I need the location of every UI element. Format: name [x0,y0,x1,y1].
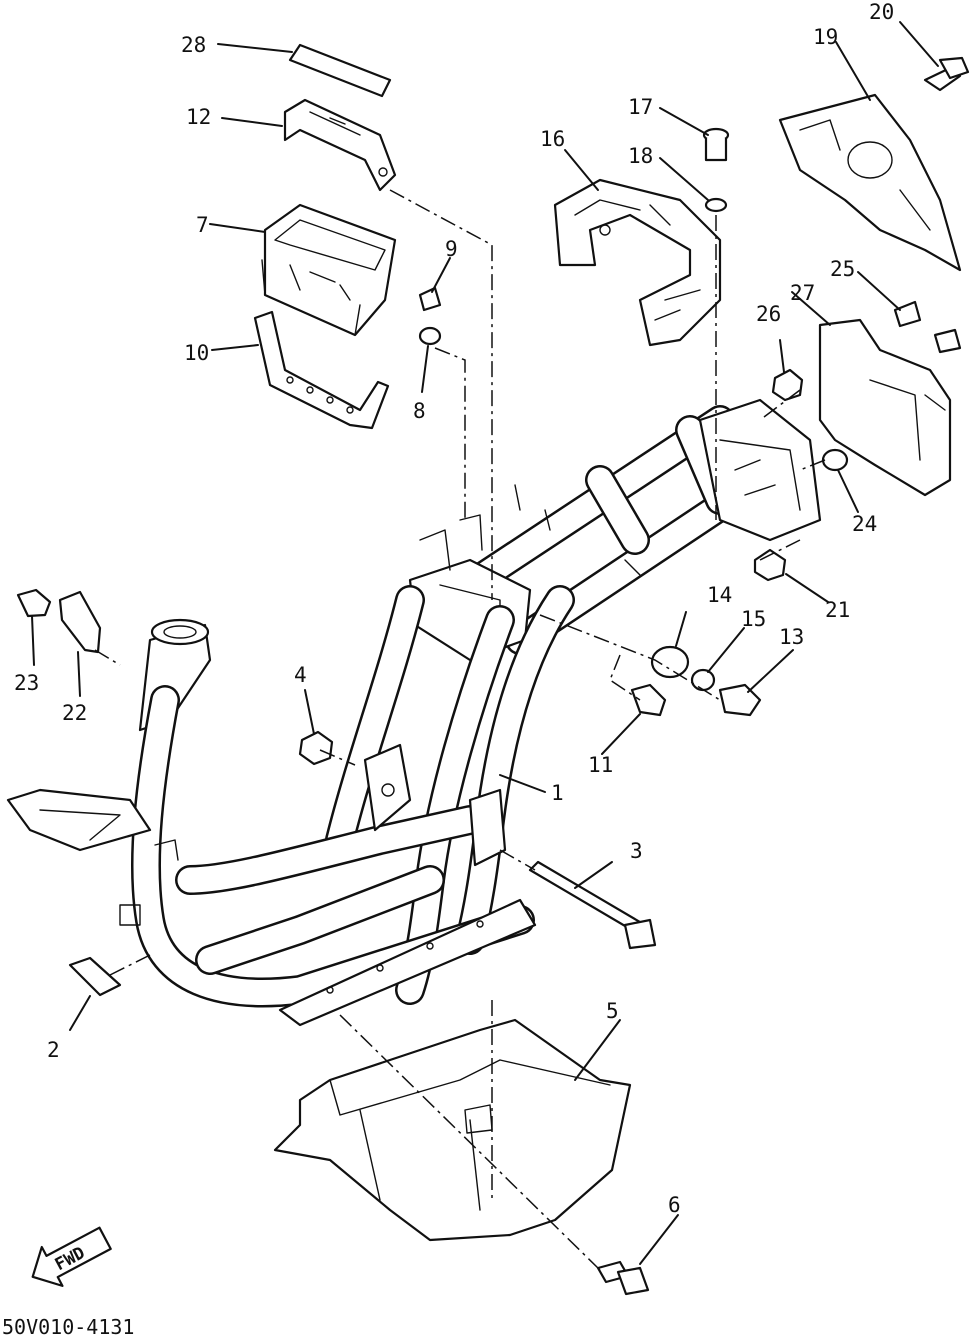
callout-labels: 1 2 3 4 5 6 7 8 9 10 11 12 13 14 15 16 1… [14,0,894,1217]
callout-26: 26 [756,302,781,326]
part-3-long-bolt [528,860,657,950]
part-10-battery-band [253,310,390,430]
part-12-bracket [283,98,397,192]
drawing-code: 50V010-4131 [2,1315,134,1338]
callout-25: 25 [830,257,855,281]
part-4-nut [298,730,334,766]
part-6-bolt [596,1260,650,1296]
callout-14: 14 [707,583,732,607]
callout-5: 5 [606,999,619,1023]
part-25-bolts [893,300,962,354]
callout-22: 22 [62,701,87,725]
callout-20: 20 [869,0,894,24]
part-27-rear-cover [818,318,952,497]
callout-2: 2 [47,1038,60,1062]
part-9-clip [418,286,442,312]
part-23-bolt [16,588,52,618]
part-15-washer [690,668,716,692]
part-14-bushing [650,645,690,679]
callout-12: 12 [186,105,211,129]
part-7-battery-box [261,203,397,337]
callout-15: 15 [741,607,766,631]
callout-27: 27 [790,281,815,305]
part-16-rear-bracket [553,178,722,347]
callout-13: 13 [779,625,804,649]
callout-10: 10 [184,341,209,365]
part-17-bolt [702,127,730,162]
callout-21: 21 [825,598,850,622]
part-5-under-cover [273,1018,632,1242]
part-2-collar [68,956,122,997]
callout-9: 9 [445,237,458,261]
leader-lines [31,21,939,1265]
callout-3: 3 [630,839,643,863]
callout-17: 17 [628,95,653,119]
part-13-bolt [718,683,762,717]
callout-4: 4 [294,663,307,687]
assembly-lines [94,189,826,1271]
part-28-pad [288,43,392,98]
part-22-bracket [58,590,102,654]
callout-23: 23 [14,671,39,695]
part-24-cap [821,448,849,472]
main-frame [6,398,822,1027]
callout-24: 24 [852,512,877,536]
callout-18: 18 [628,144,653,168]
part-20-bolt [923,56,970,92]
callout-7: 7 [196,213,209,237]
part-21-nut [753,548,787,582]
callout-16: 16 [540,127,565,151]
callout-8: 8 [413,399,426,423]
part-18-washer [704,197,728,213]
callout-1: 1 [551,781,564,805]
part-19-cover [778,93,962,272]
part-26-nut [771,368,804,402]
fwd-arrow: FWD [31,1226,112,1287]
callout-28: 28 [181,33,206,57]
callout-6: 6 [668,1193,681,1217]
part-11-bolt [630,683,667,717]
callout-11: 11 [588,753,613,777]
part-8-collar [418,326,442,346]
callout-19: 19 [813,25,838,49]
